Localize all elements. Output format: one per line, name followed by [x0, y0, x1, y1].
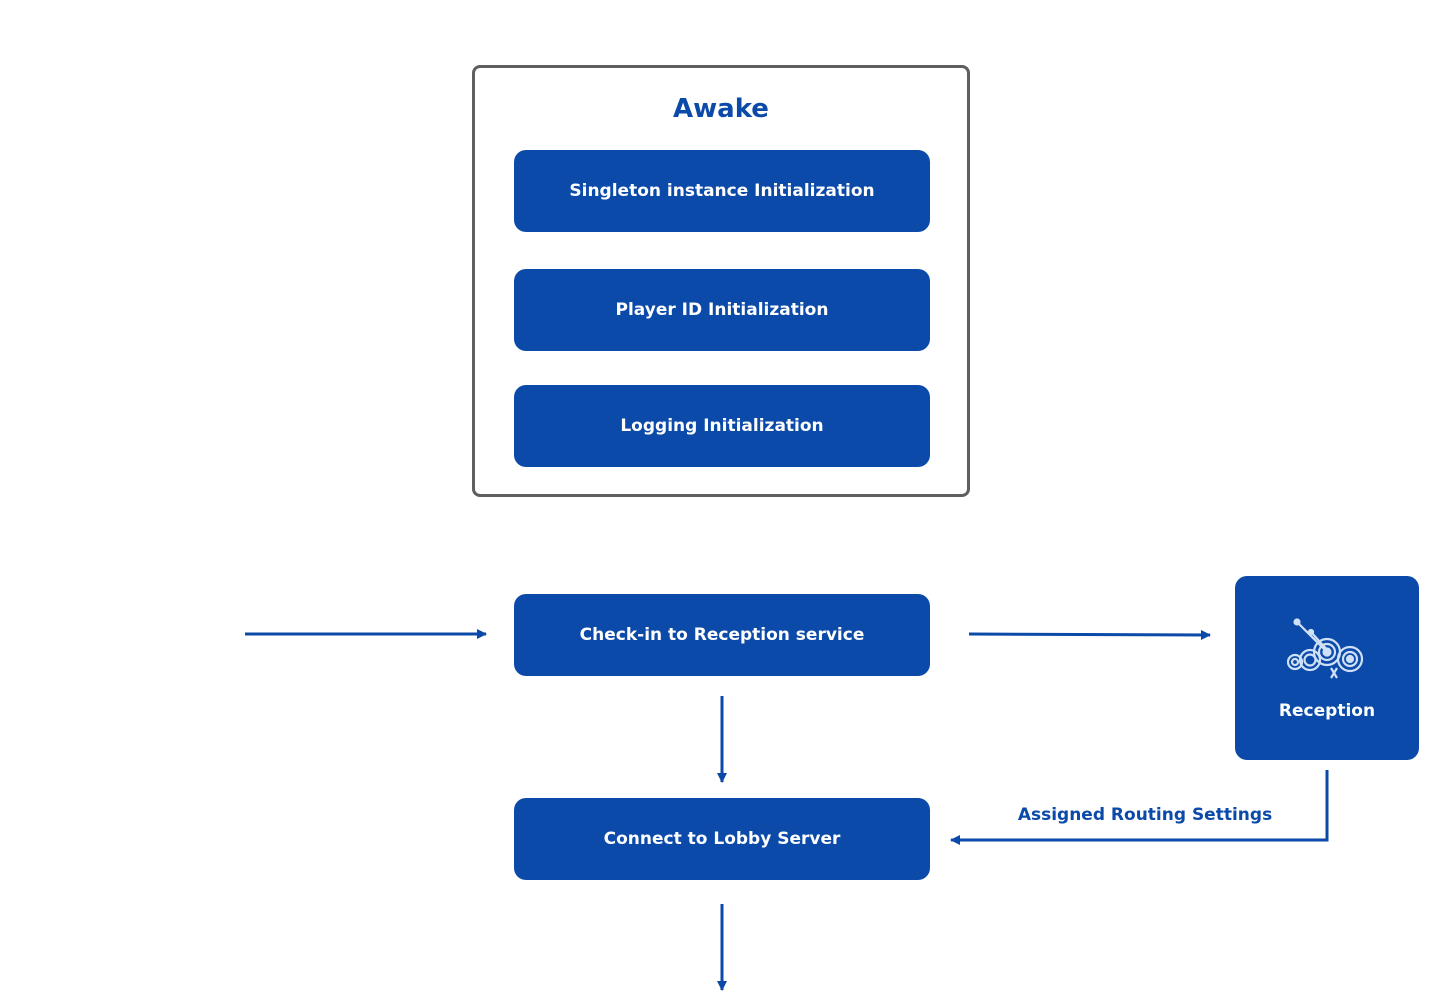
awake-group-title: Awake [673, 94, 769, 124]
logging-init-step: Logging Initialization [514, 385, 930, 467]
checkin-to-reception-arrow [968, 629, 1211, 640]
reception-service-icon [1286, 618, 1364, 679]
reception-label: Reception [1278, 701, 1376, 721]
singleton-init-step: Singleton instance Initialization [514, 150, 930, 232]
reception-service-node: Reception [1235, 576, 1419, 760]
connect-lobby-step: Connect to Lobby Server [514, 798, 930, 880]
player-id-init-step: Player ID Initialization [514, 269, 930, 351]
assigned-routing-edge-label: Assigned Routing Settings [1017, 805, 1273, 825]
checkin-reception-step: Check-in to Reception service [514, 594, 930, 676]
